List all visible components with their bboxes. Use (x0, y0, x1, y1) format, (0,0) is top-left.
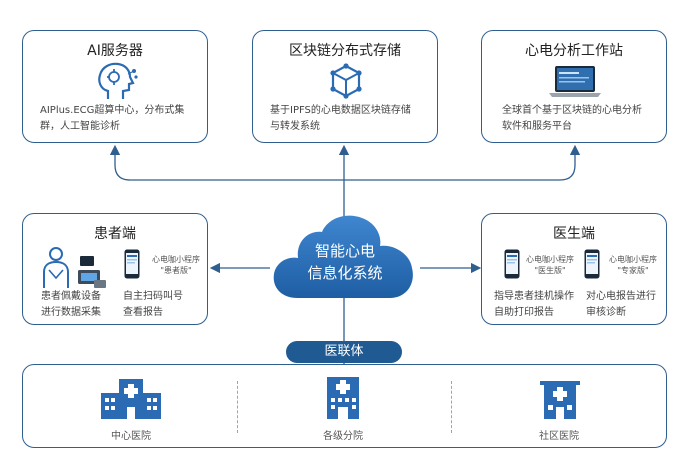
workstation-desc: 全球首个基于区块链的心电分析 软件和服务平台 (502, 103, 662, 135)
patient-desc-scan: 自主扫码叫号 查看报告 (123, 289, 203, 321)
blockchain-desc-line2: 与转发系统 (270, 121, 320, 132)
workstation-desc-line1: 全球首个基于区块链的心电分析 (502, 105, 642, 116)
ai-head-icon (98, 62, 138, 99)
blockchain-title: 区块链分布式存储 (289, 43, 401, 59)
blockchain-cube-icon (330, 63, 362, 99)
patient-desc-wear: 患者佩戴设备 进行数据采集 (41, 289, 121, 321)
hospital-network-box: 中心医院 各级分院 社区医院 (22, 364, 667, 448)
patient-miniapp-line1: 心电咖小程序 (152, 255, 200, 264)
ai-server-box: AI服务器 AIPlus.ECG超算中心，分布式集 群，人工智能诊析 (22, 30, 208, 143)
doctor-desc-guide: 指导患者挂机操作 自助打印报告 (494, 289, 584, 321)
blockchain-desc-line1: 基于IPFS的心电数据区块链存储 (270, 105, 411, 116)
patient-desc-wear-line2: 进行数据采集 (41, 307, 101, 318)
patient-desc-wear-line1: 患者佩戴设备 (41, 291, 101, 302)
branch-hospital-label: 各级分院 (323, 431, 363, 442)
doctor-desc-review: 对心电报告进行 审核诊断 (586, 289, 666, 321)
ai-server-desc-line2: 群，人工智能诊析 (40, 121, 120, 132)
patient-box: 患者端 心电咖小程序 "患者版" 患者佩戴设备 进行数据采集 自主扫码叫号 查看… (22, 213, 208, 325)
workstation-desc-line2: 软件和服务平台 (502, 121, 572, 132)
community-hospital-icon (540, 381, 580, 419)
workstation-title: 心电分析工作站 (525, 43, 623, 59)
expert-phone-icon (584, 249, 600, 279)
alliance-label: 医联体 (286, 341, 402, 363)
doctor-miniapp-line1: 心电咖小程序 (526, 255, 574, 264)
doctor-title: 医生端 (553, 226, 595, 242)
expert-miniapp-line2: "专家版" (617, 266, 649, 275)
community-hospital-label: 社区医院 (539, 431, 579, 442)
doctor-miniapp-line2: "医生版" (534, 266, 566, 275)
divider-1 (237, 381, 238, 433)
blockchain-desc: 基于IPFS的心电数据区块链存储 与转发系统 (270, 103, 435, 135)
central-hospital-icon (101, 379, 161, 419)
patient-desc-scan-line2: 查看报告 (123, 307, 163, 318)
center-line1: 智能心电 (314, 242, 375, 260)
expert-miniapp-label: 心电咖小程序 "专家版" (602, 254, 664, 276)
patient-phone-icon (124, 249, 140, 279)
central-hospital-label: 中心医院 (111, 431, 151, 442)
cloud-shape (273, 215, 413, 298)
doctor-desc-review-line2: 审核诊断 (586, 307, 626, 318)
patient-device-icon (43, 247, 106, 288)
patient-miniapp-line2: "患者版" (160, 266, 192, 275)
doctor-phone-icon (504, 249, 520, 279)
divider-2 (451, 381, 452, 433)
ai-server-title: AI服务器 (87, 43, 143, 59)
ai-server-desc-line1: AIPlus.ECG超算中心，分布式集 (40, 105, 185, 116)
patient-miniapp-label: 心电咖小程序 "患者版" (145, 254, 207, 276)
branch-hospital-icon (327, 377, 359, 419)
patient-title: 患者端 (94, 226, 136, 242)
expert-miniapp-line1: 心电咖小程序 (609, 255, 657, 264)
workstation-box: 心电分析工作站 全球首个基于区块链的心电分析 软件和服务平台 (481, 30, 667, 143)
ai-server-desc: AIPlus.ECG超算中心，分布式集 群，人工智能诊析 (40, 103, 200, 135)
doctor-miniapp-label: 心电咖小程序 "医生版" (522, 254, 578, 276)
center-system-label: 智能心电 信息化系统 (270, 240, 420, 284)
doctor-box: 医生端 心电咖小程序 "医生版" 心电咖小程序 "专家版" 指导患者挂机操作 自… (481, 213, 667, 325)
blockchain-box: 区块链分布式存储 基于IPFS的心电数据区块链存储 与转发系统 (252, 30, 438, 143)
doctor-desc-guide-line1: 指导患者挂机操作 (494, 291, 574, 302)
doctor-desc-guide-line2: 自助打印报告 (494, 307, 554, 318)
doctor-desc-review-line1: 对心电报告进行 (586, 291, 656, 302)
patient-desc-scan-line1: 自主扫码叫号 (123, 291, 183, 302)
center-line2: 信息化系统 (307, 264, 383, 282)
laptop-icon (549, 66, 601, 97)
